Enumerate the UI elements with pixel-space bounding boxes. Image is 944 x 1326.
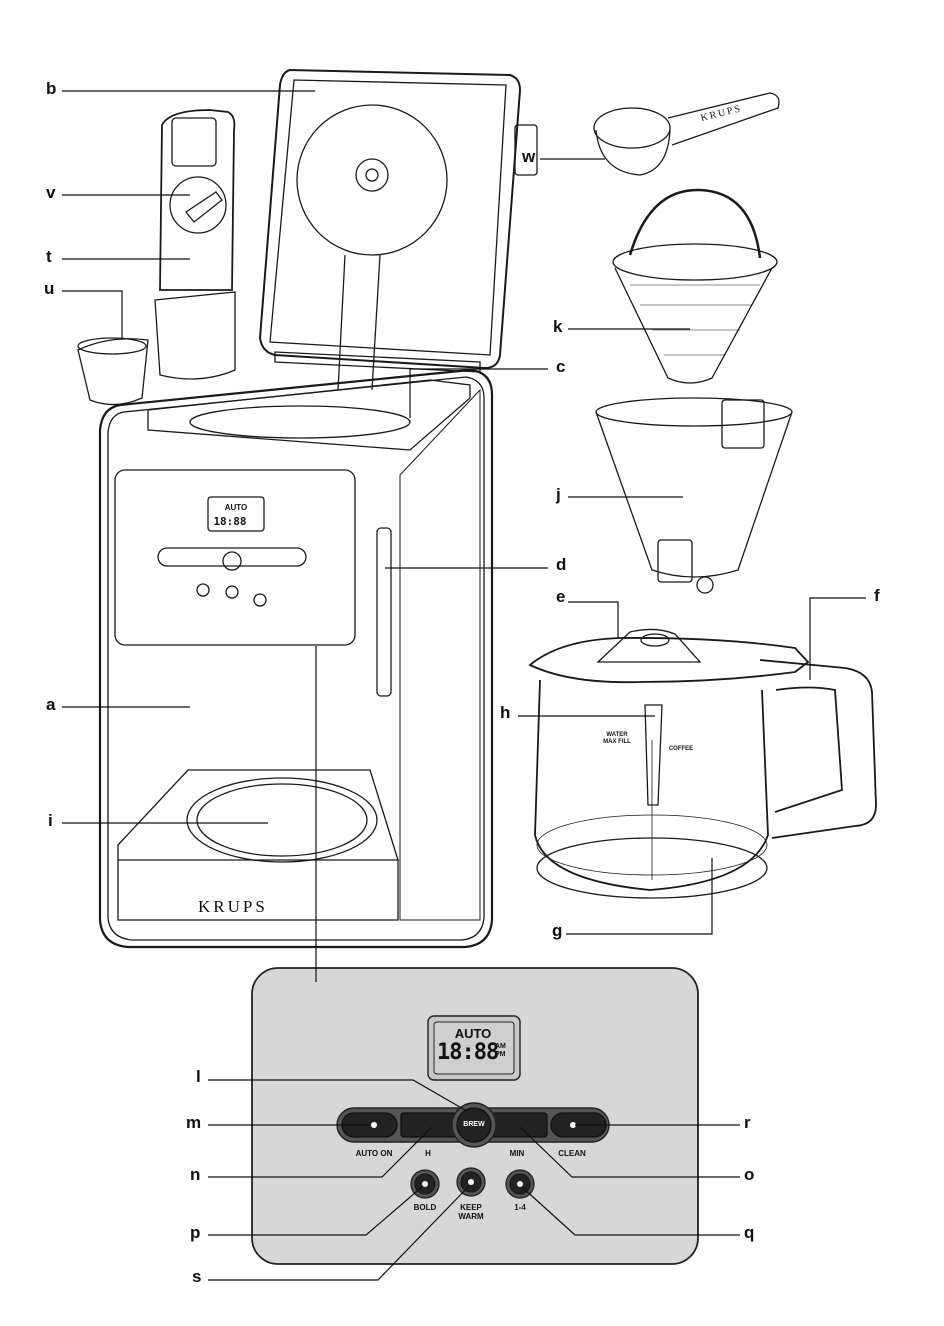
label-i: i	[48, 812, 53, 829]
carafe-water-max: WATER MAX FILL	[595, 732, 639, 746]
shower-head-center	[356, 159, 388, 191]
lid-stem	[338, 255, 380, 390]
label-g: g	[552, 922, 562, 939]
filter-dial	[170, 177, 226, 233]
water-level-window	[377, 528, 391, 696]
front-panel	[115, 470, 355, 645]
scoop-brand: KRUPS	[700, 103, 744, 124]
brew-label[interactable]: BREW	[455, 1121, 493, 1128]
label-j: j	[556, 486, 561, 503]
front-lcd-auto: AUTO	[225, 503, 248, 512]
carafe-water-label: WATER	[606, 732, 627, 738]
leader-c	[410, 369, 548, 418]
reservoir-opening	[148, 380, 470, 450]
label-m: m	[186, 1114, 201, 1131]
carafe-coffee-label: COFFEE	[666, 746, 696, 752]
keep-warm-label: KEEP WARM	[454, 1203, 488, 1221]
hour-label: H	[418, 1149, 438, 1158]
reservoir-ring	[190, 406, 410, 438]
label-o: o	[744, 1166, 754, 1183]
front-brew-button	[223, 552, 241, 570]
auto-on-indicator	[371, 1122, 377, 1128]
label-s: s	[192, 1268, 201, 1285]
lcd-am: AM	[495, 1043, 506, 1050]
label-h: h	[500, 704, 510, 721]
front-14-button	[254, 594, 266, 606]
lcd-mode: AUTO	[449, 1026, 497, 1041]
label-l: l	[196, 1068, 201, 1085]
front-keepwarm-button	[226, 586, 238, 598]
leader-e	[568, 602, 618, 638]
label-w: w	[522, 148, 535, 165]
label-p: p	[190, 1224, 200, 1241]
filter-dial-knob	[186, 192, 222, 222]
filter-basket-rim	[596, 398, 792, 426]
filter-holder-window	[172, 118, 216, 166]
label-u: u	[44, 280, 54, 297]
carafe-handle	[760, 660, 876, 838]
minute-label: MIN	[502, 1149, 532, 1158]
leader-u	[62, 291, 122, 340]
front-lcd-time: 18:88	[213, 515, 246, 528]
lcd-ampm: AM PM	[495, 1043, 506, 1059]
auto-on-label: AUTO ON	[344, 1149, 404, 1158]
filter-holder	[160, 110, 234, 290]
label-f: f	[874, 587, 880, 604]
lid-inner	[270, 80, 506, 355]
label-v: v	[46, 184, 55, 201]
scoop-handle	[668, 93, 779, 145]
label-e: e	[556, 588, 565, 605]
label-c: c	[556, 358, 565, 375]
small-batch-label: 1-4	[508, 1203, 532, 1212]
warming-plate-inner	[197, 784, 367, 856]
lcd-pm: PM	[495, 1051, 506, 1058]
minute-button	[492, 1113, 547, 1137]
label-k: k	[553, 318, 562, 335]
shower-head	[297, 105, 447, 255]
filter-cup-u	[78, 339, 148, 405]
clean-label: CLEAN	[552, 1149, 592, 1158]
label-r: r	[744, 1114, 751, 1131]
carafe-water-gauge	[645, 705, 662, 805]
permanent-filter-rim	[613, 244, 777, 280]
carafe-maxfill-label: MAX FILL	[603, 739, 631, 745]
machine-side-panel	[400, 390, 480, 920]
lcd-time: 18:88	[437, 1040, 498, 1065]
keep-label: KEEP	[460, 1203, 482, 1212]
lid	[260, 70, 520, 368]
carafe-glass	[535, 680, 768, 890]
label-q: q	[744, 1224, 754, 1241]
label-d: d	[556, 556, 566, 573]
machine-brand: KRUPS	[198, 897, 268, 917]
bold-label: BOLD	[410, 1203, 440, 1212]
warm-label: WARM	[458, 1212, 483, 1221]
front-bold-button	[197, 584, 209, 596]
filter-cartridge	[155, 292, 235, 379]
label-n: n	[190, 1166, 200, 1183]
filter-basket-body	[596, 412, 792, 577]
front-button-bar	[158, 548, 306, 566]
label-b: b	[46, 80, 56, 97]
permanent-filter-handle	[630, 190, 760, 258]
label-t: t	[46, 248, 52, 265]
label-a: a	[46, 696, 55, 713]
hour-button	[401, 1113, 456, 1137]
scoop-bowl	[594, 108, 670, 148]
warming-plate	[187, 778, 377, 862]
